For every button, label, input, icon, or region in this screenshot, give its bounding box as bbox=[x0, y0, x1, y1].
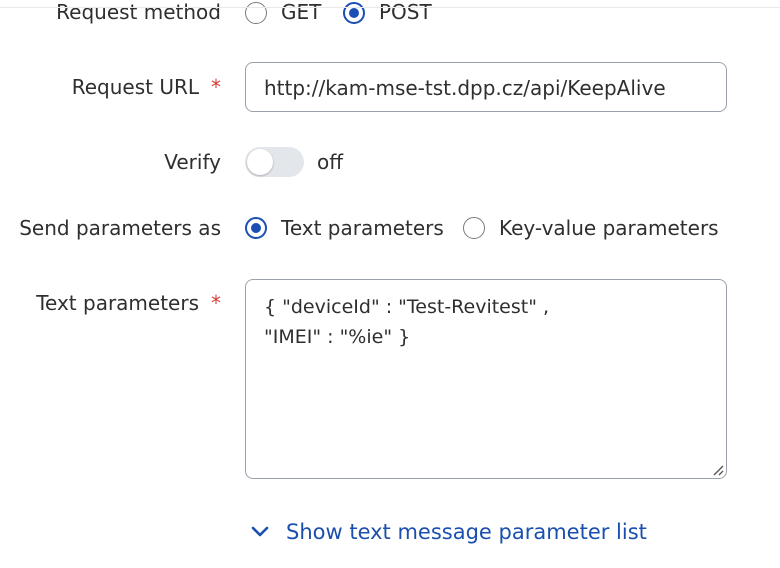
request-method-label: Request method bbox=[56, 0, 221, 24]
chevron-down-icon bbox=[251, 526, 269, 537]
text-parameters-option-label[interactable]: Text parameters bbox=[281, 216, 444, 240]
verify-state-text: off bbox=[317, 150, 344, 174]
resize-handle-icon[interactable] bbox=[712, 464, 724, 476]
verify-toggle[interactable] bbox=[245, 147, 304, 177]
request-url-label: Request URL * bbox=[72, 75, 221, 99]
request-url-label-text: Request URL bbox=[71, 75, 199, 99]
request-method-get-radio[interactable] bbox=[245, 2, 267, 24]
text-parameters-label: Text parameters * bbox=[36, 291, 221, 315]
text-parameters-radio[interactable] bbox=[245, 217, 267, 239]
required-marker: * bbox=[211, 291, 221, 315]
send-parameters-as-label: Send parameters as bbox=[19, 216, 221, 240]
show-parameter-list-link[interactable]: Show text message parameter list bbox=[250, 519, 647, 545]
request-method-get-label[interactable]: GET bbox=[281, 0, 322, 24]
request-method-post-label[interactable]: POST bbox=[379, 0, 432, 24]
key-value-parameters-radio[interactable] bbox=[463, 217, 485, 239]
text-parameters-label-text: Text parameters bbox=[36, 291, 199, 315]
request-method-post-radio[interactable] bbox=[343, 2, 365, 24]
toggle-knob bbox=[247, 149, 273, 175]
key-value-parameters-option-label[interactable]: Key-value parameters bbox=[499, 216, 719, 240]
textarea-line: "IMEI" : "%ie" } bbox=[264, 326, 411, 348]
verify-label: Verify bbox=[164, 150, 221, 174]
required-marker: * bbox=[211, 75, 221, 99]
textarea-line: { "deviceId" : "Test-Revitest" , bbox=[264, 296, 550, 318]
request-url-input[interactable]: http://kam-mse-tst.dpp.cz/api/KeepAlive bbox=[245, 62, 727, 112]
show-parameter-list-label: Show text message parameter list bbox=[286, 520, 647, 544]
top-divider bbox=[0, 7, 780, 8]
text-parameters-textarea[interactable]: { "deviceId" : "Test-Revitest" , "IMEI" … bbox=[245, 279, 727, 479]
